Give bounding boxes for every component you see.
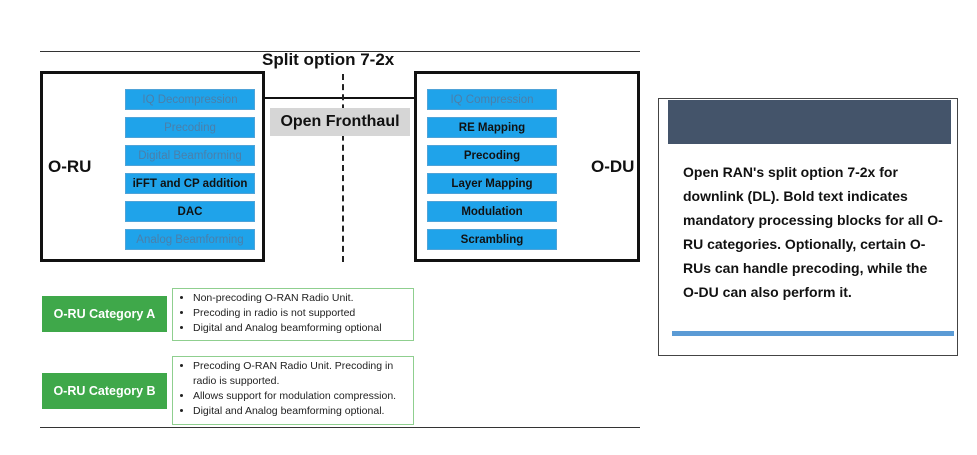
odu-block-layer-mapping: Layer Mapping	[427, 173, 557, 194]
odu-block-modulation: Modulation	[427, 201, 557, 222]
oru-block-iq-decompression: IQ Decompression	[125, 89, 255, 110]
category-b-badge: O-RU Category B	[42, 373, 167, 409]
category-b-item: Allows support for modulation compressio…	[193, 389, 407, 404]
oru-block-digital-beamforming: Digital Beamforming	[125, 145, 255, 166]
odu-label: O-DU	[591, 157, 635, 176]
open-fronthaul-label: Open Fronthaul	[270, 108, 410, 136]
caption-text: Open RAN's split option 7-2x for downlin…	[683, 164, 943, 300]
odu-block-re-mapping: RE Mapping	[427, 117, 557, 138]
caption-accent-line	[672, 331, 954, 336]
category-a-badge: O-RU Category A	[42, 296, 167, 332]
category-a-item: Precoding in radio is not supported	[193, 306, 407, 321]
odu-block-precoding: Precoding	[427, 145, 557, 166]
oru-block-analog-beamforming: Analog Beamforming	[125, 229, 255, 250]
diagram-title: Split option 7-2x	[262, 50, 395, 69]
caption-header-bar	[668, 100, 951, 144]
category-a-item: Digital and Analog beamforming optional	[193, 321, 407, 336]
split-dashed-line	[342, 74, 344, 262]
category-b-item: Precoding O-RAN Radio Unit. Precoding in…	[193, 359, 407, 389]
category-a-item: Non-precoding O-RAN Radio Unit.	[193, 291, 407, 306]
oru-block-precoding: Precoding	[125, 117, 255, 138]
category-b-description: Precoding O-RAN Radio Unit. Precoding in…	[172, 356, 414, 425]
odu-block-scrambling: Scrambling	[427, 229, 557, 250]
top-rule	[40, 51, 640, 52]
bottom-rule	[40, 427, 640, 428]
oru-label: O-RU	[48, 157, 92, 176]
odu-block-iq-compression: IQ Compression	[427, 89, 557, 110]
oru-block-dac: DAC	[125, 201, 255, 222]
oru-block-ifft-cp: iFFT and CP addition	[125, 173, 255, 194]
fronthaul-connector	[263, 97, 415, 99]
category-b-item: Digital and Analog beamforming optional.	[193, 404, 407, 419]
category-a-description: Non-precoding O-RAN Radio Unit. Precodin…	[172, 288, 414, 341]
